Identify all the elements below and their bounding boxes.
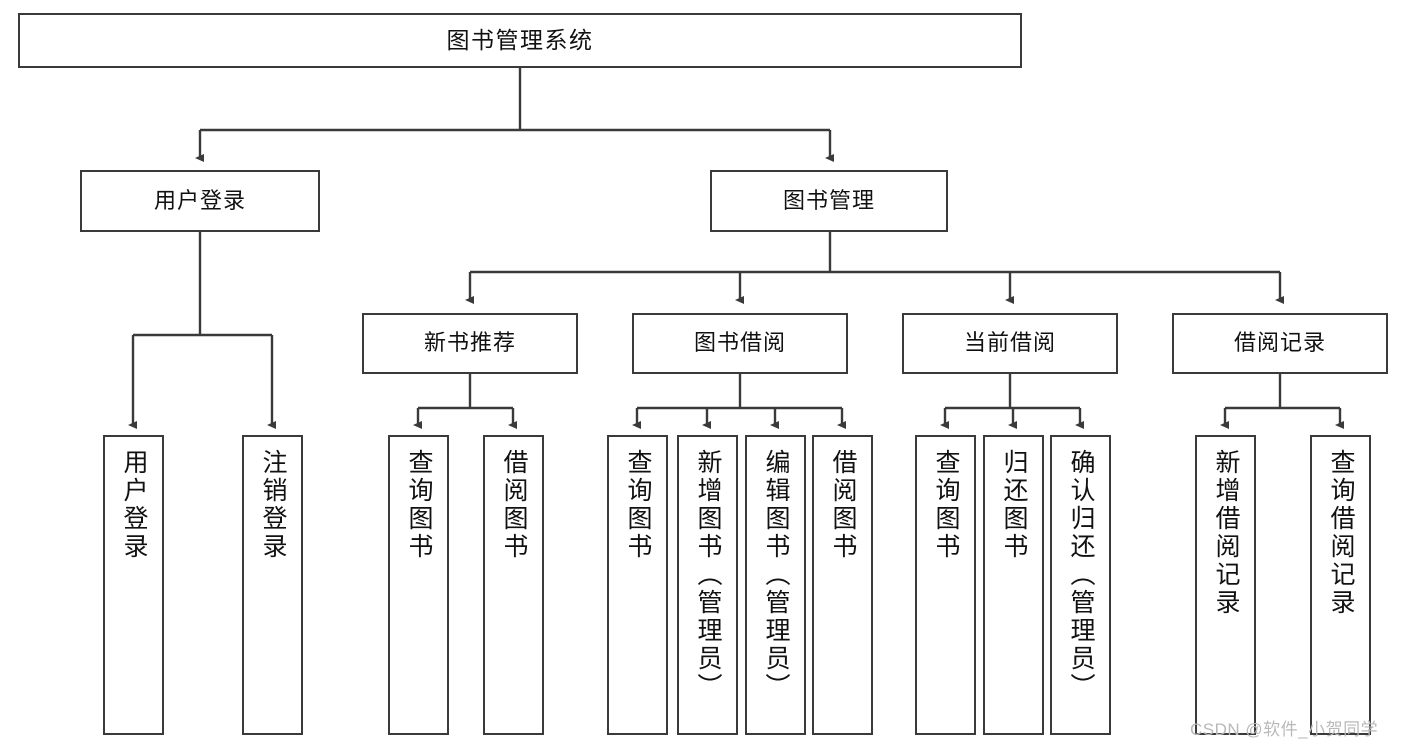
node-label: 归还图书 <box>1000 449 1028 561</box>
node-label: 用户登录 <box>153 187 246 213</box>
leaf-query-borrow-record[interactable]: 查询借阅记录 <box>1310 435 1371 735</box>
node-label: 新增借阅记录 <box>1212 449 1240 617</box>
node-book-management[interactable]: 图书管理 <box>710 170 948 232</box>
node-label: 查询图书 <box>405 449 433 561</box>
node-label: 查询图书 <box>932 449 960 561</box>
node-book-borrow[interactable]: 图书借阅 <box>632 313 848 374</box>
node-label: 图书借阅 <box>693 330 786 356</box>
node-new-book-recommend[interactable]: 新书推荐 <box>362 313 578 374</box>
node-label: 图书管理 <box>782 187 875 213</box>
node-root-system[interactable]: 图书管理系统 <box>18 13 1022 68</box>
node-user-login[interactable]: 用户登录 <box>80 170 320 232</box>
leaf-borrow-book[interactable]: 借阅图书 <box>812 435 873 735</box>
leaf-query-book-borrow[interactable]: 查询图书 <box>607 435 668 735</box>
leaf-confirm-return-admin[interactable]: 确认归还（管理员） <box>1050 435 1111 735</box>
node-current-borrow[interactable]: 当前借阅 <box>902 313 1118 374</box>
leaf-edit-book-admin[interactable]: 编辑图书（管理员） <box>745 435 806 735</box>
leaf-borrow-book-recommend[interactable]: 借阅图书 <box>483 435 544 735</box>
node-label: 新书推荐 <box>423 330 516 356</box>
node-label: 图书管理系统 <box>446 26 594 53</box>
node-label: 查询图书 <box>624 449 652 561</box>
leaf-add-borrow-record[interactable]: 新增借阅记录 <box>1195 435 1256 735</box>
node-label: 当前借阅 <box>963 330 1056 356</box>
node-label: 确认归还（管理员） <box>1067 449 1095 701</box>
node-label: 注销登录 <box>259 449 287 561</box>
leaf-user-login[interactable]: 用户登录 <box>103 435 164 735</box>
node-label: 借阅图书 <box>829 449 857 561</box>
node-borrow-record[interactable]: 借阅记录 <box>1172 313 1388 374</box>
node-label: 新增图书（管理员） <box>694 449 722 701</box>
node-label: 编辑图书（管理员） <box>762 449 790 701</box>
leaf-add-book-admin[interactable]: 新增图书（管理员） <box>677 435 738 735</box>
node-label: 借阅图书 <box>500 449 528 561</box>
leaf-logout[interactable]: 注销登录 <box>242 435 303 735</box>
node-label: 用户登录 <box>120 449 148 561</box>
leaf-query-book-recommend[interactable]: 查询图书 <box>388 435 449 735</box>
node-label: 查询借阅记录 <box>1327 449 1355 617</box>
csdn-watermark: CSDN @软件_小贺同学 <box>1190 720 1379 739</box>
leaf-return-book[interactable]: 归还图书 <box>983 435 1044 735</box>
node-label: 借阅记录 <box>1233 330 1326 356</box>
leaf-query-book-current[interactable]: 查询图书 <box>915 435 976 735</box>
